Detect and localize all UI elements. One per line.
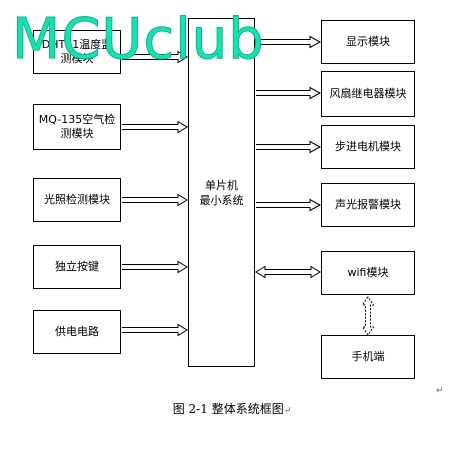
input-module-light: 光照检测模块 bbox=[33, 178, 121, 222]
arrow-mcu-to-stepper bbox=[256, 140, 322, 154]
arrow-mcu-to-fan bbox=[256, 86, 322, 100]
input-module-label: 独立按键 bbox=[55, 260, 99, 273]
phone-terminal-label: 手机端 bbox=[351, 350, 385, 363]
arrow-mcu-to-alarm bbox=[256, 198, 322, 212]
output-module-stepper: 步进电机模块 bbox=[321, 125, 415, 169]
output-module-label: 风扇继电器模块 bbox=[329, 87, 407, 100]
paragraph-mark: ↵ bbox=[436, 386, 444, 396]
output-module-display: 显示模块 bbox=[321, 20, 415, 64]
arrow-mcu-wifi-bidirectional bbox=[255, 265, 321, 279]
input-module-label: DHT11温度监测模块 bbox=[41, 38, 113, 65]
arrow-mcu-to-display bbox=[256, 35, 322, 49]
input-module-key: 独立按键 bbox=[33, 245, 121, 289]
output-module-fan-relay: 风扇继电器模块 bbox=[321, 71, 415, 117]
arrow-key-to-mcu bbox=[122, 260, 188, 274]
output-module-alarm: 声光报警模块 bbox=[321, 183, 415, 227]
output-module-label: 步进电机模块 bbox=[335, 140, 401, 153]
input-module-label: 光照检测模块 bbox=[44, 193, 110, 206]
input-module-label: 供电电路 bbox=[55, 325, 99, 338]
arrow-dht11-to-mcu bbox=[122, 50, 188, 64]
input-module-mq135: MQ-135空气检测模块 bbox=[33, 104, 121, 150]
output-module-label: 声光报警模块 bbox=[335, 198, 401, 211]
mcu-label-line1: 单片机 bbox=[205, 178, 238, 192]
arrow-mq135-to-mcu bbox=[122, 120, 188, 134]
output-module-label: 显示模块 bbox=[346, 35, 390, 48]
arrow-power-to-mcu bbox=[122, 323, 188, 337]
input-module-dht11: DHT11温度监测模块 bbox=[33, 30, 121, 74]
figure-caption-text: 图 2-1 整体系统框图 bbox=[172, 402, 284, 416]
input-module-label: MQ-135空气检测模块 bbox=[38, 113, 116, 140]
arrow-light-to-mcu bbox=[122, 193, 188, 207]
paragraph-mark: ↵ bbox=[283, 406, 292, 416]
output-module-wifi: wifi模块 bbox=[321, 251, 415, 295]
figure-caption: 图 2-1 整体系统框图↵ bbox=[0, 400, 464, 417]
arrow-wifi-phone-bidirectional bbox=[361, 296, 375, 336]
input-module-power: 供电电路 bbox=[33, 310, 121, 354]
mcu-label-line2: 最小系统 bbox=[199, 193, 244, 207]
mcu-minimum-system: 单片机 最小系统 bbox=[188, 18, 255, 367]
output-module-label: wifi模块 bbox=[347, 266, 389, 279]
